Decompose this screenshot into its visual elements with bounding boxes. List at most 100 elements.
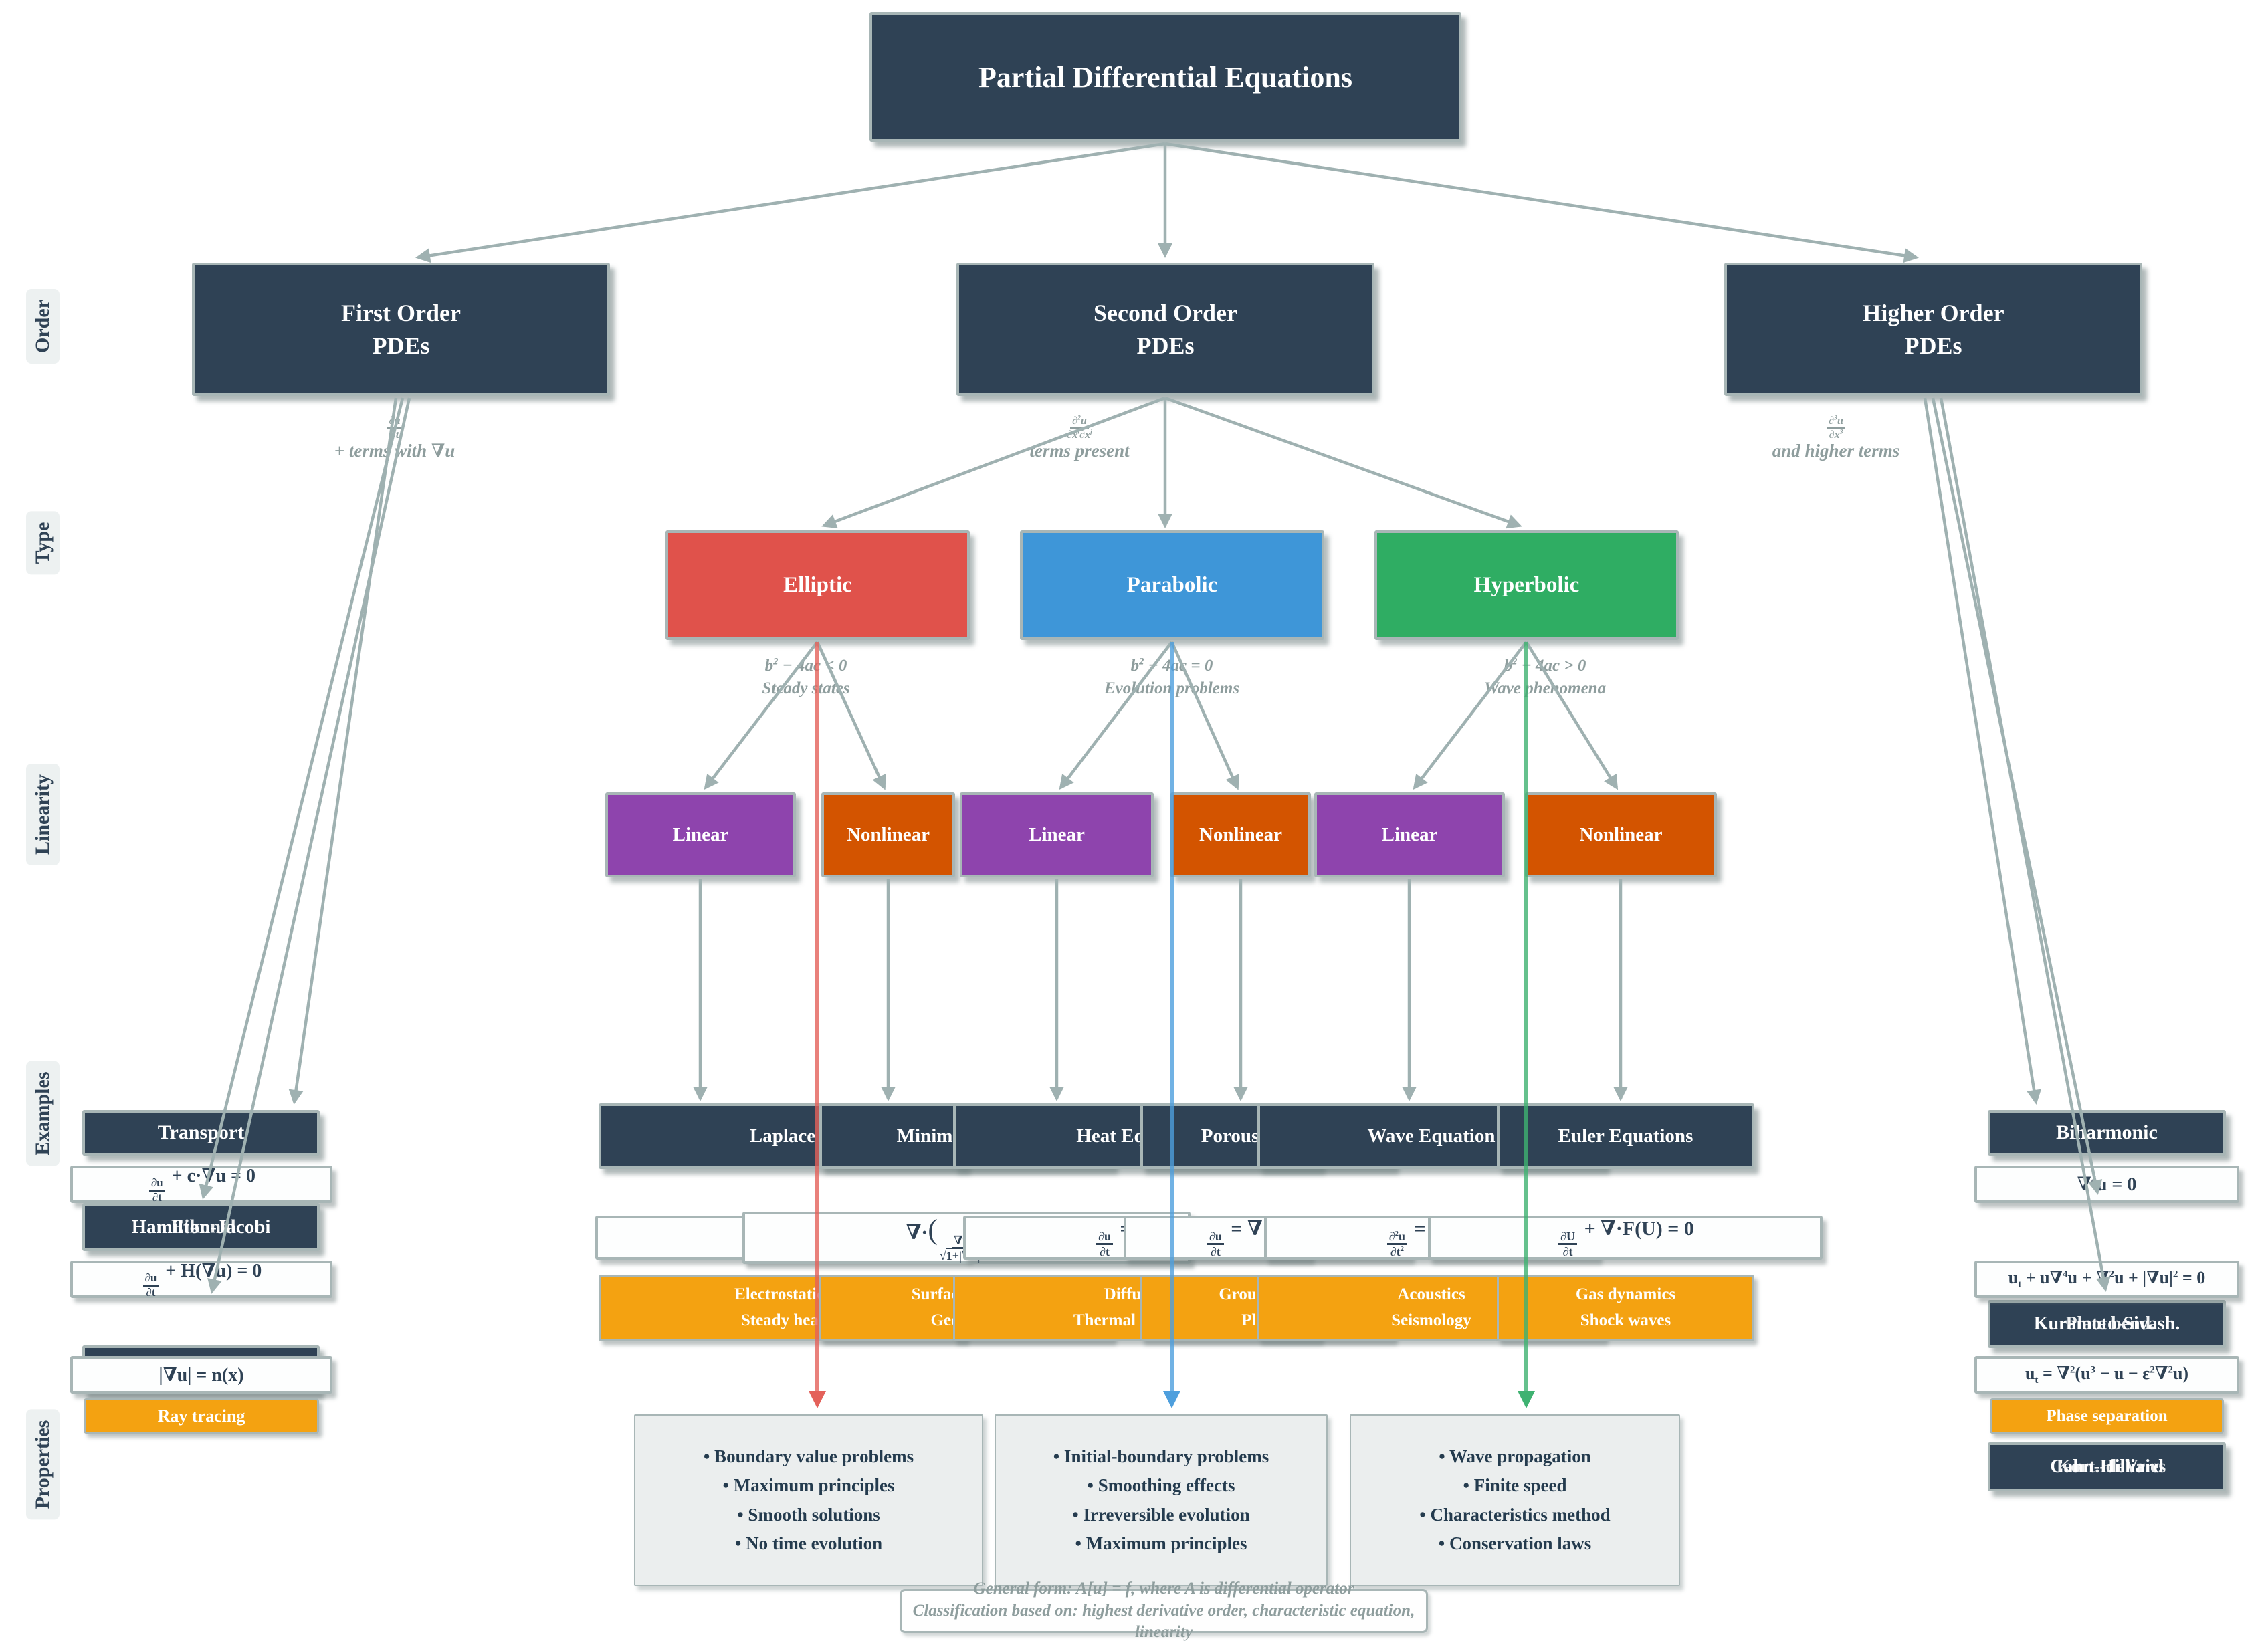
footnote-line2: Classification based on: highest derivat… [912, 1601, 1415, 1642]
nonlinear-label: Nonlinear [1199, 824, 1283, 845]
application-phase-separation: Phase separation [1990, 1398, 2224, 1434]
transport-equation: ∂u∂t + c·∇u = 0 [147, 1164, 255, 1204]
edge-label-second-order: ∂2u∂xi∂xj terms present [1029, 414, 1130, 461]
edge-label-parabolic: b2 − 4ac = 0 Evolution problems [1038, 654, 1306, 701]
application-line: Seismology [1391, 1311, 1471, 1329]
properties-hyperbolic: • Wave propagation • Finite speed • Char… [1350, 1414, 1680, 1586]
row-label-type: Type [26, 511, 60, 575]
biharmonic-label: Biharmonic [2056, 1121, 2158, 1143]
property-line: • No time evolution [734, 1533, 883, 1553]
equation-hamilton-jacobi: ∂u∂t + H(∇u) = 0 [70, 1259, 332, 1299]
euler-equation-formula: ∂U∂t + ∇·F(U) = 0 [1556, 1217, 1694, 1258]
ray-tracing-label: Ray tracing [157, 1406, 245, 1426]
footnote: General form: A[u] = f, where A is diffe… [900, 1579, 1428, 1641]
properties-parabolic: • Initial-boundary problems • Smoothing … [995, 1414, 1328, 1586]
euler-equations-label: Euler Equations [1558, 1125, 1693, 1147]
edge-label-higher-order: ∂3u∂x3 and higher terms [1772, 414, 1900, 461]
property-line: • Wave propagation [1439, 1446, 1591, 1467]
biharmonic-equation: ∇4u = 0 [2077, 1174, 2137, 1195]
property-line: • Maximum principles [1075, 1533, 1247, 1553]
node-linear-hyperbolic: Linear [1314, 792, 1505, 877]
equation-eikonal: |∇u| = n(x) [70, 1356, 332, 1394]
second-order-line2: PDEs [1136, 332, 1195, 359]
kuramoto-sivashinsky-equation: ut + u∇4u + ∇2u + |∇u|2 = 0 [2008, 1267, 2206, 1291]
wave-equation-label: Wave Equation [1367, 1125, 1496, 1147]
row-label-linearity: Linearity [26, 764, 60, 865]
linear-label: Linear [1029, 824, 1085, 845]
parabolic-description: Evolution problems [1104, 679, 1240, 697]
linear-label: Linear [672, 824, 729, 845]
nonlinear-label: Nonlinear [1579, 824, 1663, 845]
node-nonlinear-parabolic: Nonlinear [1170, 792, 1311, 877]
hyperbolic-discriminant: b2 − 4ac > 0 [1504, 656, 1586, 675]
application-line: Electrostatics [734, 1285, 831, 1304]
nonlinear-label: Nonlinear [846, 824, 930, 845]
hamilton-jacobi-equation: ∂u∂t + H(∇u) = 0 [141, 1259, 262, 1299]
node-cahn-hilliard: Cahn-Hilliard Kort.-deVries [1988, 1442, 2226, 1491]
property-line: • Maximum principles [722, 1475, 895, 1496]
node-euler-equations: Euler Equations [1497, 1103, 1754, 1169]
transport-label: Transport [157, 1121, 245, 1143]
phase-separation-label: Phase separation [2046, 1406, 2168, 1425]
row-label-order: Order [26, 289, 60, 364]
first-order-line2: PDEs [372, 332, 430, 359]
property-line: • Conservation laws [1438, 1533, 1592, 1553]
application-line: Shock waves [1580, 1311, 1671, 1329]
equation-cahn-hilliard: ut = ∇2(u3 − u − ε2∇2u) [1974, 1356, 2239, 1394]
parabolic-label: Parabolic [1126, 572, 1218, 597]
application-ray-tracing: Ray tracing [84, 1398, 319, 1434]
laplace-label: Laplace [749, 1125, 816, 1147]
property-line: • Smoothing effects [1087, 1475, 1235, 1496]
property-line: • Irreversible evolution [1072, 1504, 1250, 1525]
node-linear-elliptic: Linear [605, 792, 796, 877]
equation-transport: ∂u∂t + c·∇u = 0 [70, 1164, 332, 1204]
node-elliptic: Elliptic [665, 530, 970, 640]
property-line: • Finite speed [1463, 1475, 1567, 1496]
plate-ghost-label: Plate bend. [2065, 1313, 2156, 1334]
linear-label: Linear [1381, 824, 1438, 845]
row-label-properties: Properties [26, 1409, 60, 1520]
application-line: Gas dynamics [1575, 1285, 1676, 1304]
hyperbolic-label: Hyperbolic [1473, 572, 1580, 597]
elliptic-description: Steady states [762, 679, 850, 697]
second-order-line1: Second Order [1094, 299, 1237, 326]
property-line: • Initial-boundary problems [1053, 1446, 1269, 1467]
parabolic-discriminant: b2 − 4ac = 0 [1130, 656, 1213, 675]
title-text: Partial Differential Equations [978, 60, 1352, 94]
node-second-order: Second Order PDEs [956, 263, 1374, 396]
node-hyperbolic: Hyperbolic [1374, 530, 1679, 640]
node-title: Partial Differential Equations [869, 12, 1461, 142]
properties-elliptic: • Boundary value problems • Maximum prin… [634, 1414, 983, 1586]
eikonal-equation: |∇u| = n(x) [159, 1365, 244, 1386]
node-biharmonic: Biharmonic [1988, 1110, 2226, 1156]
property-line: • Boundary value problems [703, 1446, 914, 1467]
edge-label-first-order: ∂u∂t + terms with ∇u [334, 414, 455, 461]
higher-order-line1: Higher Order [1862, 299, 2004, 326]
node-transport: Transport [82, 1110, 320, 1156]
node-first-order: First Order PDEs [192, 263, 610, 396]
higher-order-line2: PDEs [1904, 332, 1962, 359]
equation-biharmonic: ∇4u = 0 [1974, 1166, 2239, 1203]
equation-kuramoto-sivashinsky: ut + u∇4u + ∇2u + |∇u|2 = 0 [1974, 1261, 2239, 1298]
node-nonlinear-hyperbolic: Nonlinear [1525, 792, 1717, 877]
first-order-line1: First Order [341, 299, 461, 326]
row-label-examples: Examples [26, 1061, 60, 1166]
cahn-hilliard-label: Cahn-Hilliard [2050, 1456, 2164, 1477]
node-kuramoto-sivashinsky: Kuramoto-Sivash. Plate bend. [1988, 1300, 2226, 1348]
property-line: • Smooth solutions [737, 1504, 880, 1525]
kuramoto-sivashinsky-label: Kuramoto-Sivash. [2033, 1313, 2180, 1334]
elliptic-label: Elliptic [783, 572, 852, 597]
node-nonlinear-elliptic: Nonlinear [821, 792, 955, 877]
elliptic-discriminant: b2 − 4ac < 0 [764, 656, 847, 675]
equation-euler: ∂U∂t + ∇·F(U) = 0 [1428, 1216, 1823, 1260]
node-parabolic: Parabolic [1020, 530, 1324, 640]
application-line: Acoustics [1397, 1285, 1465, 1304]
application-line: Steady heat [740, 1311, 825, 1329]
edge-label-elliptic: b2 − 4ac < 0 Steady states [672, 654, 940, 701]
property-line: • Characteristics method [1419, 1504, 1611, 1525]
node-linear-parabolic: Linear [960, 792, 1154, 877]
node-hamilton-jacobi: Hamilton-Jacobi Eikonal [82, 1203, 320, 1251]
cahn-hilliard-equation: ut = ∇2(u3 − u − ε2∇2u) [2025, 1363, 2189, 1386]
applications-euler: Gas dynamics Shock waves [1497, 1275, 1754, 1341]
kdv-ghost-label: Kort.-deVries [2056, 1456, 2166, 1477]
